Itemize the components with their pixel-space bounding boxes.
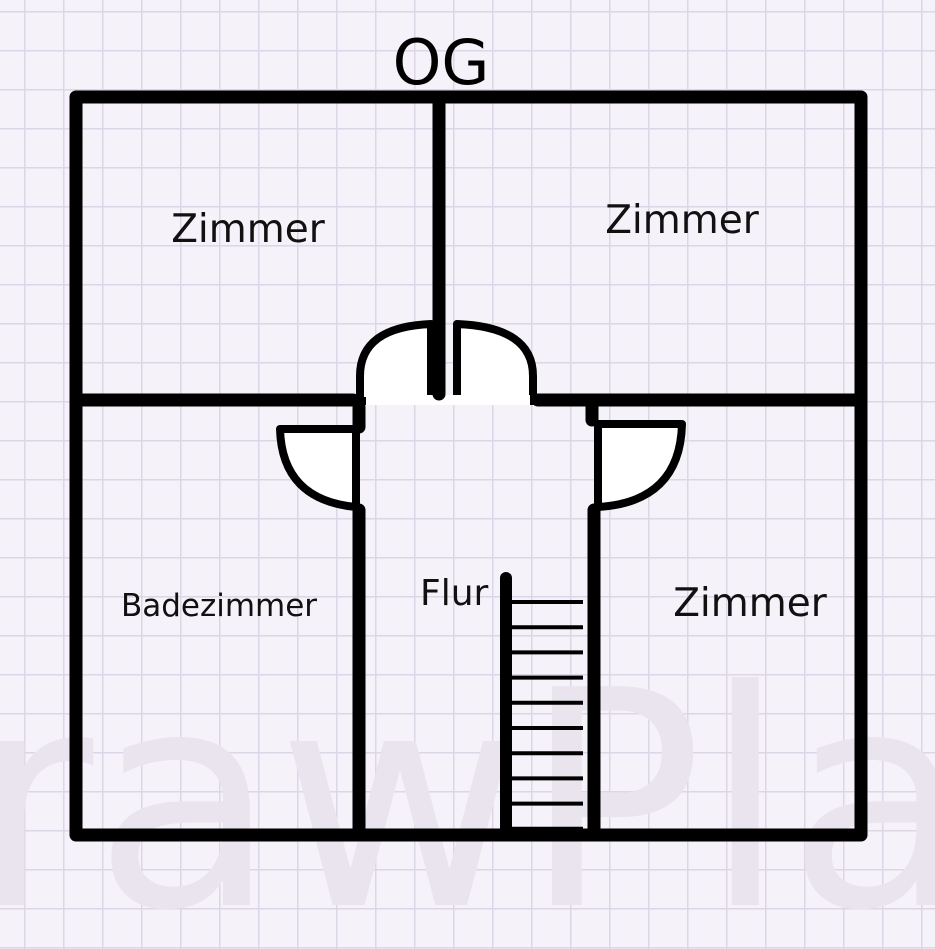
floor-title: OG xyxy=(393,26,490,99)
room-label-zimmer-bottom-right: Zimmer xyxy=(673,581,828,626)
room-label-badezimmer: Badezimmer xyxy=(121,588,317,624)
door-top-right xyxy=(453,320,537,405)
room-label-zimmer-top-right: Zimmer xyxy=(605,198,760,243)
room-labels: Zimmer Zimmer Badezimmer Flur Zimmer xyxy=(121,198,828,626)
room-label-zimmer-top-left: Zimmer xyxy=(171,207,326,252)
stairs xyxy=(500,572,583,841)
room-label-flur: Flur xyxy=(420,573,489,614)
watermark: rawPla xyxy=(0,627,935,949)
outer-wall xyxy=(69,90,868,842)
door-bathroom xyxy=(276,425,360,511)
door-right-room xyxy=(594,420,686,511)
door-top-left xyxy=(356,320,435,405)
doors xyxy=(276,320,686,511)
walls xyxy=(69,90,868,842)
